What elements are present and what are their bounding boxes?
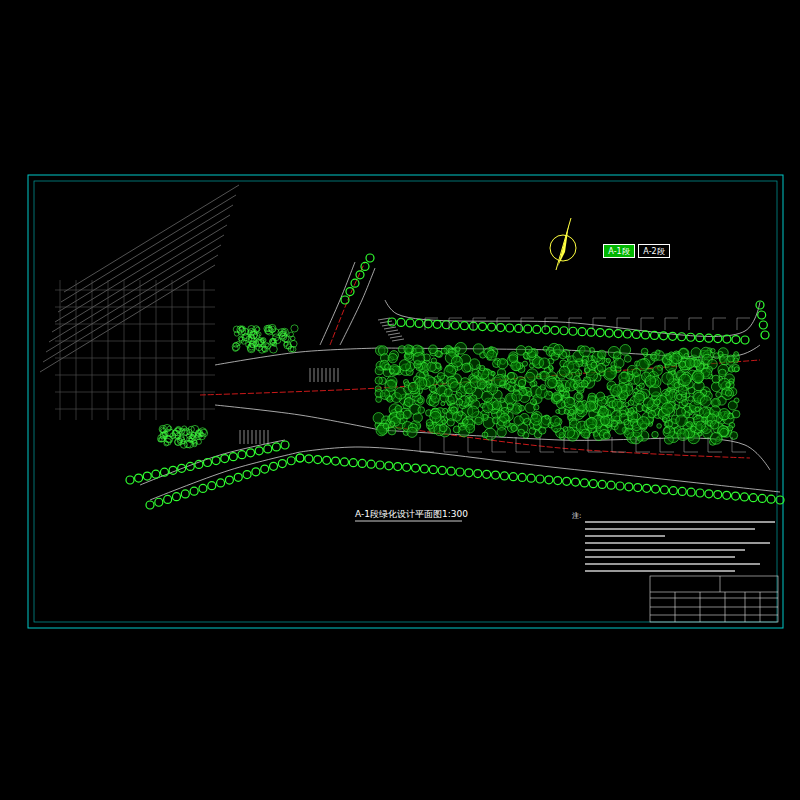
- notes-heading: 注:: [572, 511, 581, 521]
- north-arrow: [550, 218, 576, 270]
- title-block: [650, 576, 778, 622]
- sheet-frame: [28, 175, 783, 628]
- crosswalks: [240, 318, 404, 444]
- drawing-title: A-1段绿化设计平面图1:300: [355, 508, 468, 521]
- existing-road: [40, 185, 239, 420]
- legend-swatch: A-2段: [638, 244, 670, 258]
- annotation-leaders: [420, 318, 750, 452]
- title-underline: [355, 521, 462, 522]
- legend-text: A-2段: [643, 246, 664, 257]
- road-edges: [140, 262, 780, 500]
- street-trees: [126, 254, 784, 509]
- legend-text: A-1段: [608, 246, 629, 257]
- centerlines: [200, 262, 760, 458]
- planting-patch: [158, 324, 298, 448]
- planting-mass: [373, 342, 740, 445]
- inner-frame: [34, 181, 777, 622]
- legend-swatch: A-1段: [603, 244, 635, 258]
- notes-text-lines: [585, 522, 775, 571]
